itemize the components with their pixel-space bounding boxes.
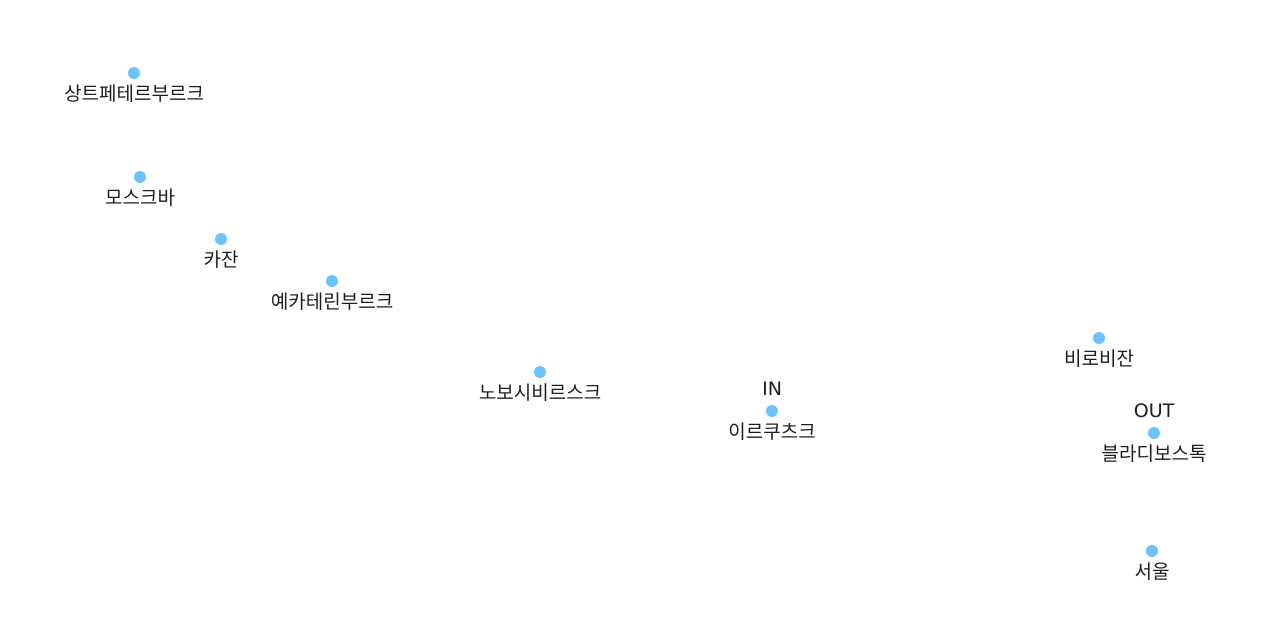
city-marker[interactable] — [213, 231, 229, 247]
city-marker[interactable] — [1146, 425, 1162, 441]
city-label: 이르쿠츠크 — [728, 421, 816, 443]
city-label: 서울 — [1134, 561, 1170, 583]
city-marker[interactable] — [1091, 330, 1107, 346]
exit-tag: OUT — [1133, 400, 1175, 422]
city-label: 모스크바 — [105, 187, 175, 209]
city-marker[interactable] — [132, 169, 148, 185]
city-label: 상트페테르부르크 — [64, 83, 204, 105]
city-label: 블라디보스톡 — [1101, 443, 1207, 465]
city-label: 노보시비르스크 — [478, 382, 602, 404]
city-marker[interactable] — [324, 273, 340, 289]
city-marker[interactable] — [126, 65, 142, 81]
entry-tag: IN — [762, 378, 782, 400]
city-label: 비로비잔 — [1064, 348, 1134, 370]
city-marker[interactable] — [764, 403, 780, 419]
city-marker[interactable] — [532, 364, 548, 380]
city-label: 카잔 — [203, 249, 239, 271]
city-marker[interactable] — [1144, 543, 1160, 559]
city-label: 예카테린부르크 — [270, 291, 394, 313]
